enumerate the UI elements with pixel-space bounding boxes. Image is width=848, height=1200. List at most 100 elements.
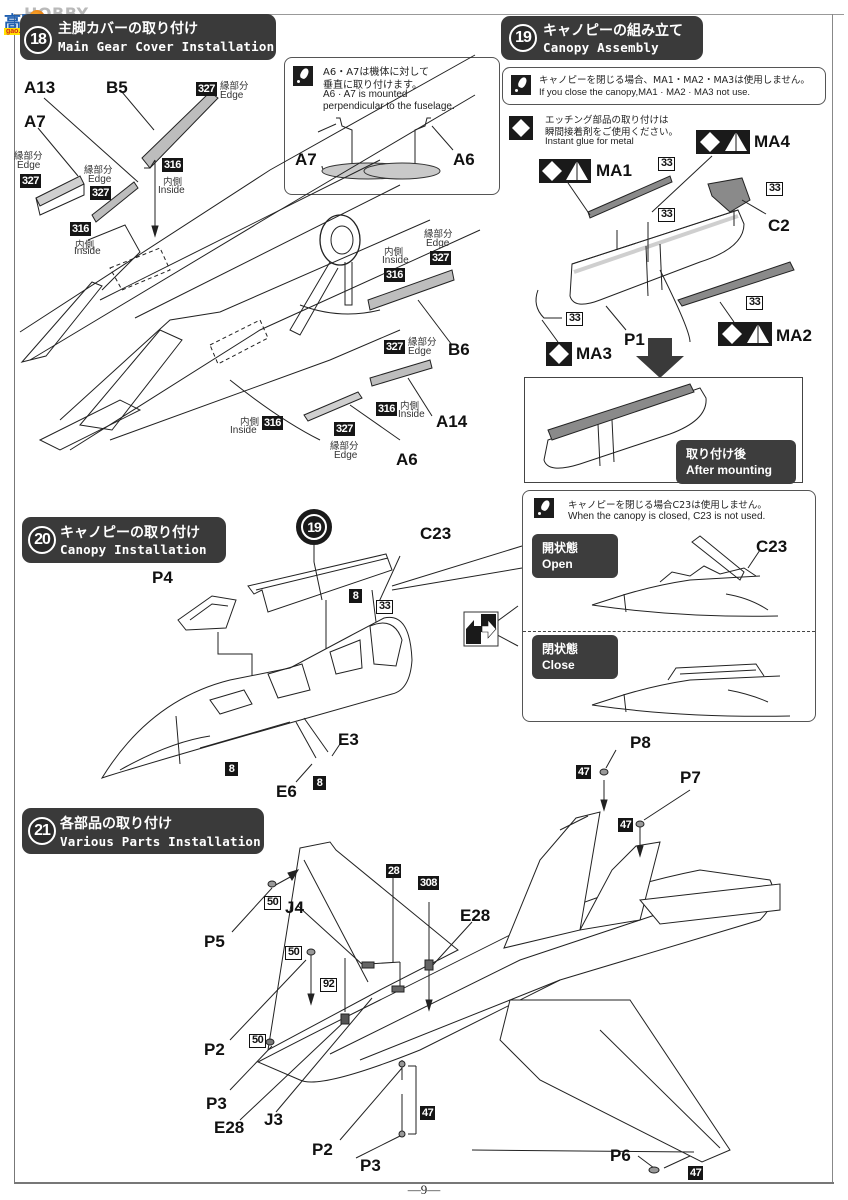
- part-label-a14: A14: [436, 412, 468, 431]
- part-label-a13: A13: [24, 78, 56, 97]
- paint-code-47: 47: [618, 818, 634, 832]
- part-label-ma1: MA1: [596, 161, 632, 180]
- paint-code-316: 316: [384, 268, 405, 282]
- after-mounting-jp: 取り付け後: [686, 447, 747, 461]
- part-label-ma4: MA4: [754, 132, 790, 151]
- edge-label-en: Edge: [408, 346, 432, 357]
- paint-code-308: 308: [418, 876, 439, 890]
- paint-code-327: 327: [334, 422, 355, 436]
- paint-code-316: 316: [262, 416, 283, 430]
- warning-icon: [293, 66, 313, 86]
- paint-code-316: 316: [70, 222, 91, 236]
- paint-code-8: 8: [313, 776, 326, 790]
- part-label-p2: P2: [312, 1140, 333, 1159]
- part-label-a6: A6: [396, 450, 418, 469]
- paint-code-327: 327: [384, 340, 405, 354]
- part-label-e3: E3: [338, 730, 359, 749]
- paint-code-47: 47: [576, 765, 592, 779]
- part-label-p8: P8: [630, 733, 651, 752]
- paint-code-47: 47: [420, 1106, 436, 1120]
- step-title-en: Main Gear Cover Installation: [58, 39, 275, 54]
- edge-label-jp: 縁部分: [424, 229, 453, 240]
- paint-code-8: 8: [225, 762, 238, 776]
- part-label-j3: J3: [264, 1110, 283, 1129]
- paint-code-33: 33: [566, 312, 584, 326]
- part-label-e6: E6: [276, 782, 297, 801]
- part-label-c23: C23: [420, 524, 452, 543]
- edge-label-jp: 縁部分: [14, 151, 43, 162]
- part-label-ma3: MA3: [576, 344, 612, 363]
- edge-label-en: Edge: [88, 174, 112, 185]
- inside-label-jp: 内側: [400, 401, 420, 412]
- paint-code-50: 50: [249, 1034, 267, 1048]
- paint-code-33: 33: [658, 208, 676, 222]
- edge-label-en: Edge: [426, 238, 450, 249]
- part-label-e28: E28: [460, 906, 491, 925]
- step-title-en: Various Parts Installation: [60, 834, 261, 849]
- etching-note-en: Instant glue for metal: [545, 136, 634, 147]
- part-label-p3: P3: [206, 1094, 227, 1113]
- paint-code-33: 33: [658, 157, 676, 171]
- warning-icon: [534, 498, 554, 518]
- step-20-canopy-state-panel: [522, 490, 816, 722]
- edge-label-en: Edge: [220, 90, 244, 101]
- part-label-p2: P2: [204, 1040, 225, 1059]
- step-title-en: Canopy Assembly: [543, 40, 659, 55]
- inside-label-en: Inside: [158, 185, 185, 196]
- inside-label-en: Inside: [230, 425, 257, 436]
- step-number-badge: 21: [28, 817, 56, 845]
- part-label-p6: P6: [610, 1146, 631, 1165]
- edge-label-en: Edge: [334, 450, 358, 461]
- page-number: —9—: [407, 1182, 441, 1197]
- paint-code-33: 33: [766, 182, 784, 196]
- step-title-jp: 各部品の取り付け: [60, 816, 172, 832]
- state-badge-open: 開状態 Open: [532, 534, 618, 578]
- state-badge-close: 閉状態 Close: [532, 635, 618, 679]
- step-title-en: Canopy Installation: [60, 542, 207, 557]
- step-number-badge: 19: [509, 24, 537, 52]
- edge-label-jp: 縁部分: [84, 165, 113, 176]
- inside-label-en: Inside: [382, 255, 409, 266]
- note-jp: キャノピーを閉じる場合C23は使用しません。: [568, 500, 767, 511]
- paint-code-92: 92: [320, 978, 338, 992]
- etching-note-jp-line2: 瞬間接着剤をご使用ください。: [545, 127, 679, 138]
- paint-code-327: 327: [90, 186, 111, 200]
- paint-code-50: 50: [285, 946, 303, 960]
- step-number-badge: 18: [24, 26, 52, 54]
- step-20-header: 20 キャノピーの取り付け Canopy Installation: [22, 517, 226, 563]
- part-label-p4: P4: [152, 568, 173, 587]
- ref-step-number: 19: [301, 514, 327, 540]
- part-label-a7: A7: [295, 150, 317, 169]
- edge-label-jp: 縁部分: [220, 81, 249, 92]
- step-18-header: 18 主脚カバーの取り付け Main Gear Cover Installati…: [20, 14, 276, 60]
- note-jp: キャノピーを閉じる場合、MA1・MA2・MA3は使用しません。: [539, 75, 810, 86]
- state-open-jp: 開状態: [542, 541, 579, 555]
- paint-code-33: 33: [376, 600, 394, 614]
- state-divider: [523, 631, 815, 632]
- paint-code-327: 327: [430, 251, 451, 265]
- note-en-line1: A6 · A7 is mounted: [323, 89, 408, 100]
- note-en: If you close the canopy,MA1 · MA2 · MA3 …: [539, 87, 751, 98]
- paint-code-316: 316: [162, 158, 183, 172]
- etching-note-jp-line1: エッチング部品の取り付けは: [545, 115, 669, 126]
- page-bottom-rule: [14, 1182, 834, 1184]
- warning-icon: [511, 75, 531, 95]
- part-label-b5: B5: [106, 78, 128, 97]
- page-frame-right: [832, 14, 833, 1184]
- paint-code-327: 327: [196, 82, 217, 96]
- step-number-badge: 20: [28, 526, 56, 554]
- inside-label-en: Inside: [74, 246, 101, 257]
- part-label-e28: E28: [214, 1118, 245, 1137]
- state-close-jp: 閉状態: [542, 642, 579, 656]
- paint-code-33: 33: [746, 296, 764, 310]
- note-en: When the canopy is closed, C23 is not us…: [568, 511, 766, 522]
- after-mounting-badge: 取り付け後 After mounting: [676, 440, 796, 484]
- part-label-p3: P3: [360, 1156, 381, 1175]
- part-label-j4: J4: [285, 898, 304, 917]
- step-title-jp: キャノピーの取り付け: [60, 525, 200, 541]
- edge-label-en: Edge: [17, 160, 41, 171]
- part-label-p1: P1: [624, 330, 645, 349]
- part-label-c2: C2: [768, 216, 790, 235]
- after-mounting-en: After mounting: [686, 463, 772, 477]
- paint-code-316: 316: [376, 402, 397, 416]
